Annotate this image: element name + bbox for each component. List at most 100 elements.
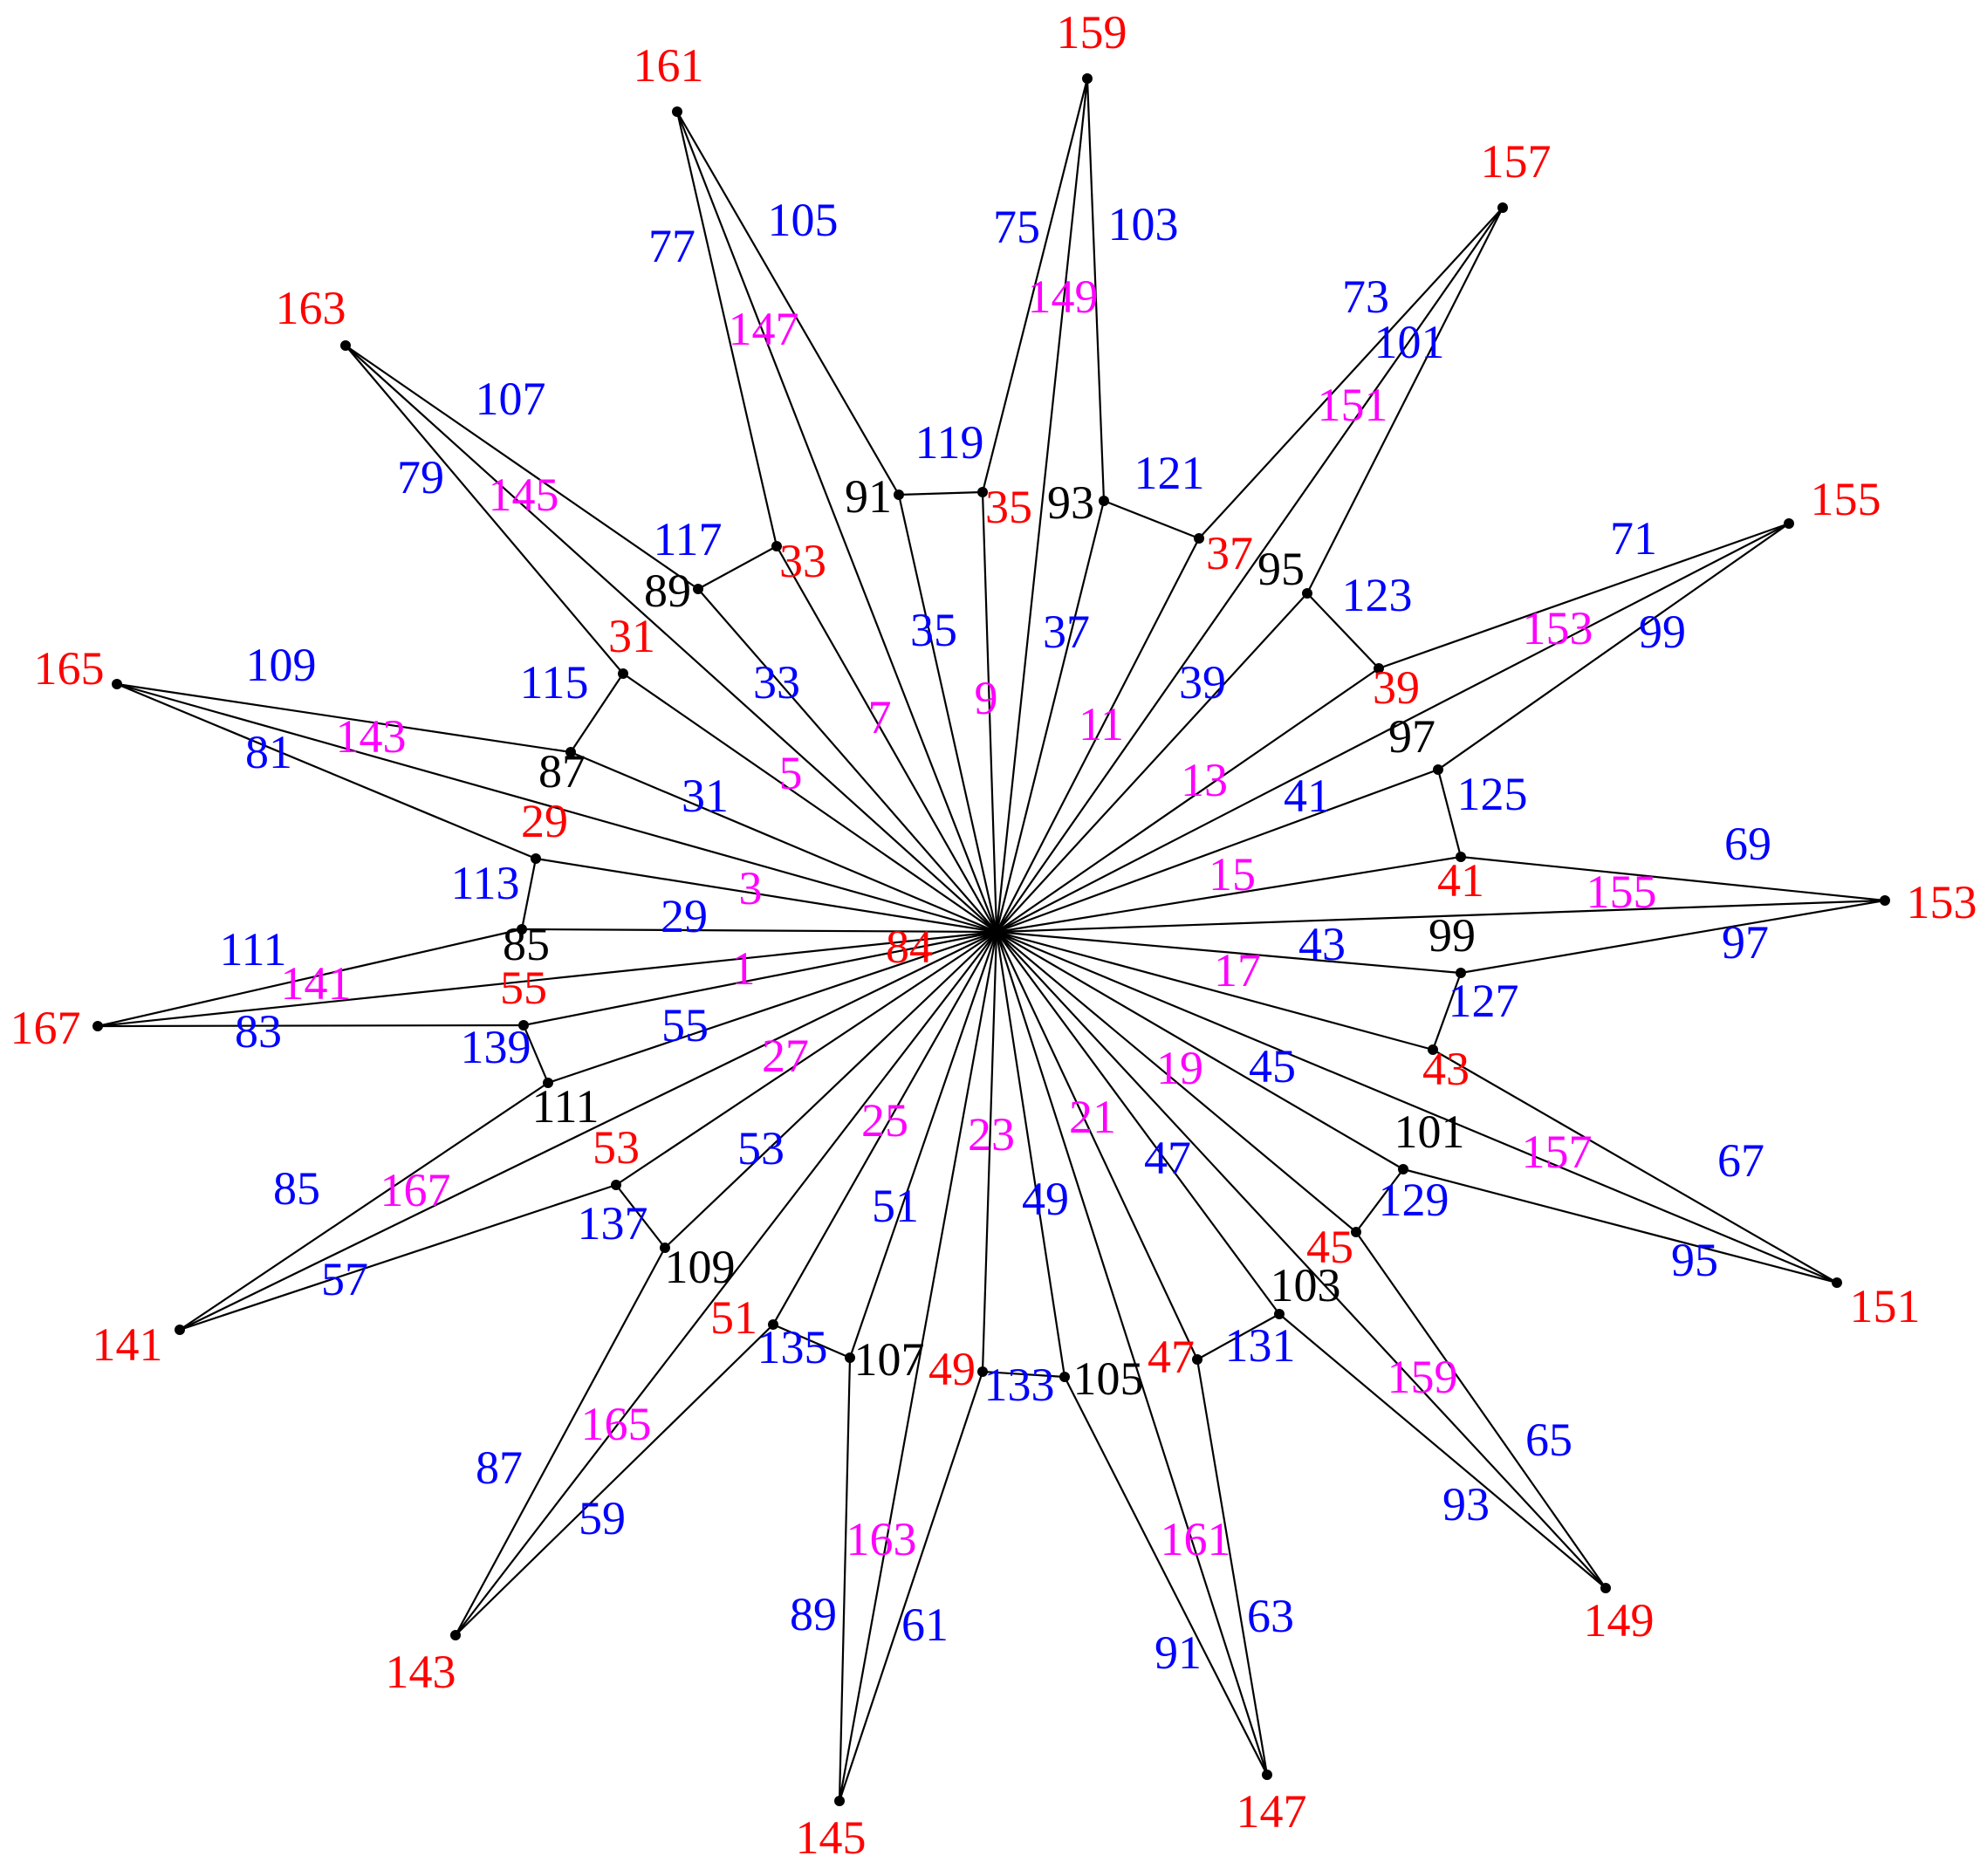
edge-label: 135 (757, 1321, 828, 1373)
edge-label: 53 (737, 1122, 785, 1174)
edge-label: 31 (682, 770, 729, 822)
edge-o143-b109 (455, 1247, 666, 1636)
edge-c-o165 (116, 682, 997, 934)
edge-c-r39 (996, 668, 1380, 933)
node-dot-o143 (450, 1630, 461, 1640)
node-dot-o141 (175, 1325, 185, 1335)
node-label-o141: 141 (92, 1318, 163, 1371)
node-dot-o165 (112, 679, 122, 689)
node-dot-b105 (1059, 1372, 1070, 1382)
edge-c-b105 (995, 931, 1066, 1378)
edge-label: 119 (915, 416, 984, 469)
edge-o153-r41 (1460, 855, 1886, 902)
edge-c-b111 (547, 930, 997, 1085)
node-label-b85: 85 (503, 918, 550, 970)
node-label-r45: 45 (1306, 1221, 1353, 1273)
edge-b105-r49 (982, 1370, 1065, 1379)
edge-c-r33 (776, 545, 997, 933)
node-label-o145: 145 (796, 1811, 867, 1864)
edge-c-b99 (996, 930, 1462, 975)
edge-o147-r47 (1196, 1359, 1269, 1776)
edge-c-r51 (772, 931, 997, 1325)
node-label-b87: 87 (538, 745, 586, 798)
edge-c-b109 (664, 931, 997, 1249)
edge-label: 33 (753, 656, 800, 709)
node-label-b103: 103 (1271, 1259, 1341, 1311)
edge-c-b89 (697, 588, 997, 933)
edge-label: 77 (648, 220, 695, 272)
edge-c-o147 (995, 931, 1269, 1776)
edge-label: 71 (1610, 512, 1657, 565)
edge-label: 127 (1449, 975, 1519, 1027)
edge-label: 61 (901, 1599, 949, 1651)
edge-c-r53 (615, 931, 997, 1186)
node-dot-o151 (1832, 1277, 1842, 1288)
node-label-o161: 161 (634, 39, 704, 92)
edge-label: 125 (1457, 768, 1528, 820)
edge-c-o161 (675, 111, 998, 933)
edge-o153-b99 (1460, 899, 1886, 975)
edge-b93-r37 (1103, 499, 1200, 540)
edge-label: 91 (1155, 1626, 1202, 1679)
edge-label: 159 (1387, 1351, 1458, 1403)
edge-c-o155 (996, 523, 1790, 933)
edge-label: 161 (1161, 1513, 1231, 1565)
node-label-o159: 159 (1057, 6, 1127, 58)
node-dot-c (991, 927, 1002, 937)
edge-label: 29 (661, 890, 708, 942)
node-dot-o159 (1082, 73, 1093, 84)
edge-label: 35 (910, 604, 957, 656)
edge-label: 165 (581, 1398, 652, 1450)
edge-label: 19 (1156, 1042, 1203, 1094)
edge-label: 123 (1342, 569, 1413, 621)
node-dot-o163 (340, 340, 351, 351)
edge-label: 143 (336, 710, 407, 763)
edge-label: 55 (661, 999, 709, 1051)
edge-label: 41 (1284, 770, 1331, 822)
node-dot-b85 (517, 924, 527, 935)
node-label-c: 84 (886, 921, 933, 973)
node-label-o149: 149 (1584, 1594, 1655, 1647)
edge-o161-r33 (675, 111, 778, 547)
node-dot-r49 (977, 1366, 988, 1377)
node-label-b91: 91 (845, 470, 892, 523)
node-dot-r53 (611, 1180, 621, 1190)
edge-c-r31 (622, 673, 997, 933)
edge-c-b101 (996, 931, 1404, 1170)
node-dot-b93 (1099, 496, 1109, 506)
edge-label: 93 (1442, 1478, 1490, 1530)
edge-c-o159 (995, 78, 1089, 933)
node-dot-b89 (693, 584, 703, 594)
edge-label: 151 (1318, 379, 1388, 431)
edge-label: 11 (1079, 698, 1124, 750)
edge-b89-r33 (697, 545, 778, 590)
edge-label: 57 (321, 1253, 368, 1305)
edge-label: 133 (984, 1359, 1055, 1411)
node-dot-b91 (894, 490, 904, 500)
node-dot-r41 (1456, 852, 1466, 862)
edge-label: 131 (1225, 1319, 1296, 1372)
edge-label: 101 (1374, 316, 1445, 368)
edge-label: 95 (1671, 1234, 1718, 1286)
node-label-o165: 165 (34, 642, 105, 695)
edge-label: 111 (220, 923, 287, 976)
edge-c-o163 (345, 345, 997, 933)
node-dot-b107 (845, 1352, 855, 1363)
edge-label: 153 (1523, 602, 1593, 654)
edge-label: 149 (1028, 270, 1099, 323)
node-label-o163: 163 (276, 282, 346, 334)
edge-c-o149 (996, 931, 1607, 1589)
node-label-b109: 109 (665, 1241, 736, 1293)
edge-label: 23 (968, 1108, 1015, 1161)
edge-label: 103 (1108, 198, 1179, 250)
edge-c-b95 (996, 592, 1308, 933)
edge-label: 39 (1179, 656, 1226, 709)
edge-label: 37 (1043, 606, 1090, 658)
edge-label: 63 (1247, 1590, 1294, 1642)
node-label-r55: 55 (500, 962, 547, 1014)
edge-o163-b89 (345, 345, 699, 590)
node-label-r51: 51 (710, 1291, 757, 1344)
edge-o165-r29 (116, 682, 537, 860)
edge-label: 13 (1181, 754, 1228, 806)
